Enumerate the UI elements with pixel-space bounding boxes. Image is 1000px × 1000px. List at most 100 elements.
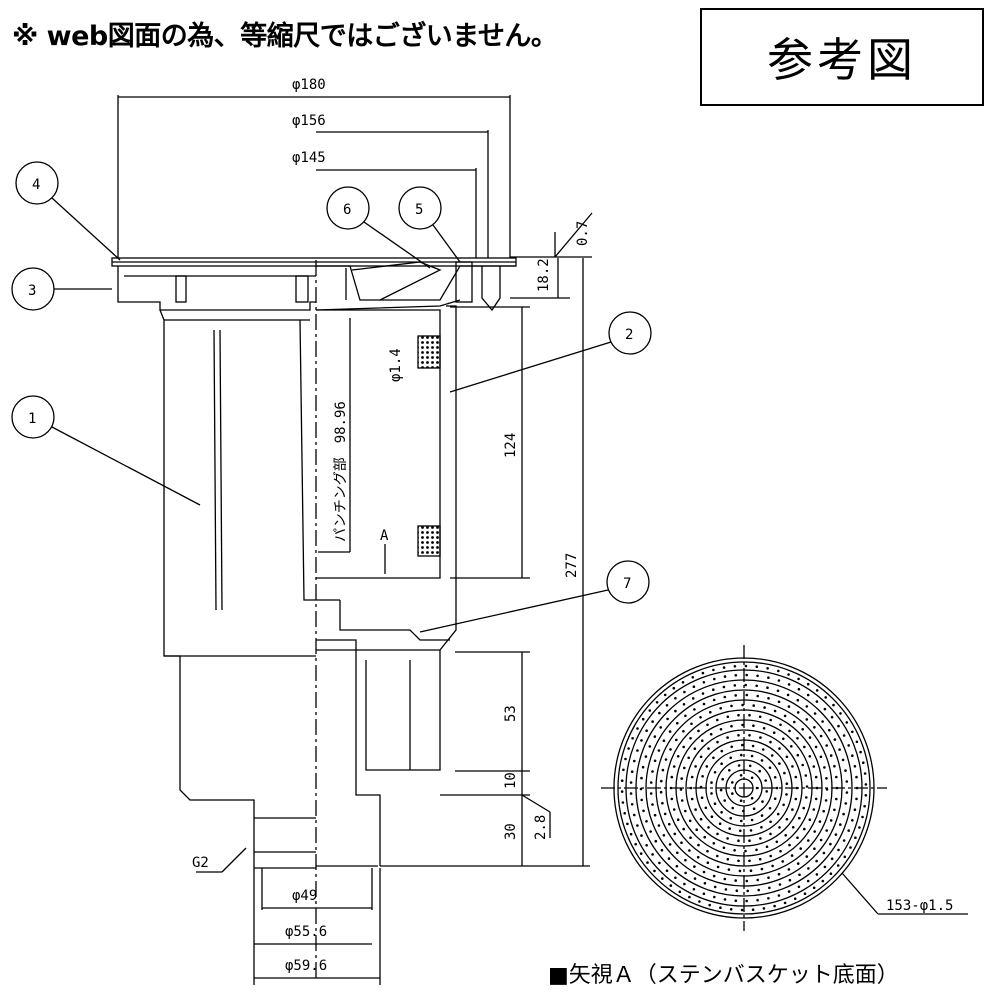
perforation-hole xyxy=(790,745,793,748)
perforation-hole xyxy=(803,745,806,749)
body-part-1 xyxy=(159,309,316,869)
callout-6: 6 xyxy=(326,186,431,269)
perforation-hole xyxy=(681,681,685,684)
perforation-hole xyxy=(798,873,801,877)
perforation-hole xyxy=(829,842,832,846)
perforation-hole xyxy=(834,833,838,836)
perforation-hole xyxy=(794,775,798,779)
perforation-hole xyxy=(847,744,850,747)
perforation-hole xyxy=(728,827,731,830)
perforation-hole xyxy=(673,832,677,836)
perforation-hole xyxy=(642,809,645,813)
perforation-hole xyxy=(749,829,753,832)
perforation-hole xyxy=(682,730,685,733)
perforation-hole xyxy=(783,714,787,718)
perforation-hole xyxy=(795,786,799,790)
perforation-hole xyxy=(853,808,857,811)
perforation-hole xyxy=(691,697,695,700)
perforation-hole xyxy=(690,722,693,726)
perforation-hole xyxy=(769,854,772,858)
perforation-hole xyxy=(722,846,726,849)
perforation-hole xyxy=(788,843,791,847)
perforation-hole xyxy=(735,889,739,892)
perforation-hole xyxy=(777,894,781,897)
perforation-hole xyxy=(777,872,781,876)
perforation-hole xyxy=(700,796,704,799)
perforation-hole xyxy=(750,754,754,758)
perforation-hole xyxy=(657,824,661,827)
perforation-hole xyxy=(805,718,809,721)
perforation-hole xyxy=(658,861,661,865)
perforation-hole xyxy=(702,870,706,874)
perforation-hole xyxy=(719,906,722,909)
perforation-hole xyxy=(683,766,686,770)
perforation-hole xyxy=(728,769,731,772)
perforation-hole xyxy=(791,765,794,768)
perforation-hole xyxy=(750,818,754,822)
svg-text:6: 6 xyxy=(343,202,351,218)
perforation-hole xyxy=(726,857,730,861)
outlet: G2 φ49 φ55.6 φ59.6 xyxy=(192,847,381,985)
top-dimensions: φ180 φ156 φ145 xyxy=(117,77,511,258)
perforation-hole xyxy=(847,829,850,832)
basket-bottom-view: 153-φ1.5 xyxy=(601,645,968,931)
perforation-hole xyxy=(651,853,654,856)
perforation-hole xyxy=(734,879,737,882)
callout-7: 7 xyxy=(419,560,650,633)
dim-124: 124 xyxy=(503,433,519,458)
perforation-hole xyxy=(814,775,818,779)
perforation-hole xyxy=(731,806,734,810)
perforation-hole xyxy=(756,674,759,678)
perforation-hole xyxy=(815,700,819,703)
perforation-hole xyxy=(788,729,791,733)
perforation-hole xyxy=(745,899,748,903)
perforation-hole xyxy=(696,855,700,859)
perforation-hole xyxy=(829,819,833,822)
perforation-hole xyxy=(712,874,716,878)
perforation-hole xyxy=(806,682,810,686)
perforation-hole xyxy=(688,849,691,852)
perforation-hole xyxy=(663,812,667,816)
perforation-hole xyxy=(692,685,696,688)
perforation-hole xyxy=(689,836,692,839)
perforation-hole xyxy=(646,861,649,864)
perforation-hole xyxy=(703,882,707,885)
perforation-hole xyxy=(723,877,727,881)
perforation-hole xyxy=(750,776,754,780)
perforation-hole xyxy=(670,775,674,779)
perforation-hole xyxy=(653,813,657,817)
perforation-hole xyxy=(805,705,809,708)
perforation-hole xyxy=(758,769,761,773)
dim-phi156: φ156 xyxy=(292,113,326,129)
perforation-hole xyxy=(819,734,823,738)
perforation-hole xyxy=(731,792,734,795)
perforation-hole xyxy=(841,758,845,762)
perforation-hole xyxy=(796,862,800,865)
perforation-hole xyxy=(668,730,672,733)
perforation-hole xyxy=(749,869,753,872)
perforation-hole xyxy=(683,882,686,886)
perforation-hole xyxy=(799,847,802,850)
perforation-hole xyxy=(726,715,730,719)
perforation-hole xyxy=(854,836,857,839)
perforation-hole xyxy=(674,876,677,880)
perforation-hole xyxy=(769,718,772,722)
perforation-hole xyxy=(723,799,726,802)
perforation-hole xyxy=(796,711,800,714)
perforation-hole xyxy=(645,820,648,823)
basket-part-2 xyxy=(316,305,457,866)
perforation-hole xyxy=(660,848,664,852)
perforation-hole xyxy=(833,764,836,768)
perforation-hole xyxy=(629,832,633,836)
dim-2-8: 2.8 xyxy=(533,815,549,840)
perforation-hole xyxy=(664,758,668,761)
svg-text:3: 3 xyxy=(28,283,36,299)
perforation-hole xyxy=(740,908,744,912)
perforation-hole xyxy=(762,727,766,730)
perforation-hole xyxy=(688,819,692,823)
perforation-hole xyxy=(829,754,833,757)
perforation-hole xyxy=(710,815,714,818)
perforation-hole xyxy=(640,739,643,742)
perforation-hole xyxy=(814,797,818,801)
perforation-hole xyxy=(729,816,732,820)
